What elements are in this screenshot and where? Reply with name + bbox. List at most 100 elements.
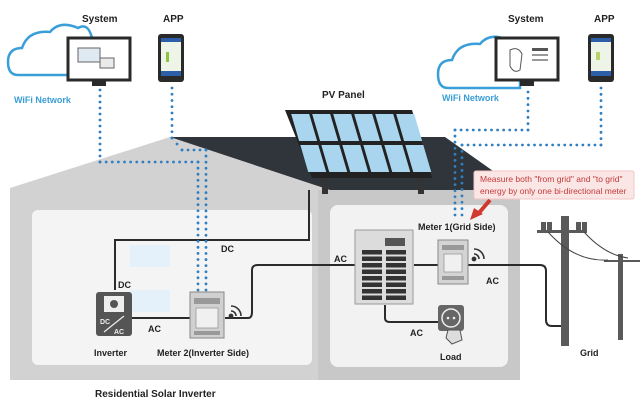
breaker-switch (362, 276, 382, 281)
breaker-switch (386, 250, 406, 255)
wifi-dot (599, 118, 603, 122)
wifi-dot (204, 209, 208, 213)
wifi-dot (204, 264, 208, 268)
wifi-dot (110, 160, 114, 164)
wifi-dot (453, 189, 457, 193)
wifi-dot (192, 148, 196, 152)
wifi-dot (170, 86, 174, 90)
wifi-dot (135, 160, 139, 164)
pv-panel (285, 110, 432, 194)
wifi-dot (196, 245, 200, 249)
wifi-dot (98, 130, 102, 134)
window (130, 290, 170, 312)
wifi-dot (123, 160, 126, 164)
inverter-dc-text: DC (100, 319, 110, 326)
wifi-dot (196, 264, 200, 268)
wifi-dot (204, 258, 208, 261)
load-label: Load (440, 352, 462, 362)
pv-cell (333, 114, 360, 141)
wifi-dot (196, 160, 200, 164)
wifi-dot (563, 143, 567, 147)
wifi-dot (198, 148, 202, 152)
wifi-dot (98, 142, 102, 146)
meter-2-icon (189, 291, 225, 339)
wifi-dot (520, 128, 524, 132)
wifi-dot (196, 239, 200, 243)
wifi-dot (159, 160, 163, 164)
wifi-dot (460, 162, 464, 166)
wifi-dot (165, 160, 169, 164)
wifi-dot (98, 154, 102, 158)
wifi-dot (196, 203, 200, 207)
meter-1-label: Meter 1(Grid Side) (418, 222, 496, 232)
breaker-switch (386, 295, 406, 300)
wifi-dot (196, 184, 200, 188)
meter-2-label: Meter 2(Inverter Side) (157, 348, 249, 358)
wifi-dot (508, 128, 512, 132)
breaker-switch (362, 269, 382, 274)
utility-poles-icon (537, 216, 640, 346)
wifi-dot (98, 118, 102, 122)
wifi-dot (204, 221, 208, 225)
wifi-dot (453, 207, 457, 211)
wifi-dot (599, 105, 603, 109)
window (130, 245, 170, 267)
pv-cell (396, 114, 423, 141)
wifi-dot (204, 185, 208, 188)
wifi-dot (453, 183, 457, 187)
wifi-dot (502, 143, 506, 147)
wireless-signal-icon (228, 305, 242, 319)
wifi-dot (204, 166, 208, 170)
wifi-dot (104, 160, 108, 164)
wifi-dot (593, 143, 597, 147)
wifi-dot (170, 117, 174, 121)
phone-icon (158, 34, 184, 82)
wifi-dot (460, 175, 464, 179)
wifi-dot (98, 136, 102, 140)
wifi-dot (599, 130, 603, 134)
wifi-dot (196, 276, 200, 280)
wifi-dot (98, 106, 102, 110)
wifi-dot (460, 188, 464, 191)
ac-label-inverter: AC (148, 324, 161, 334)
wifi-dot (460, 156, 464, 160)
right-app-label: APP (594, 14, 615, 25)
wifi-dot (581, 143, 585, 147)
wifi-dot (170, 99, 174, 102)
wifi-dot (196, 215, 200, 219)
wifi-dot (453, 171, 457, 174)
wifi-dot (460, 213, 464, 217)
wifi-dot (204, 160, 208, 164)
breaker-switch (386, 282, 406, 287)
right-network: System APP WiFi Network (436, 14, 615, 103)
breaker-switch (386, 256, 406, 261)
wifi-dot (204, 179, 208, 182)
wifi-dot (508, 143, 512, 147)
wifi-dot (526, 115, 530, 119)
wifi-dot (460, 181, 464, 185)
inverter-label: Inverter (94, 348, 128, 358)
note-line-1: Measure both "from grid" and "to grid" (480, 174, 622, 184)
wifi-dotted-lines (98, 86, 603, 292)
wifi-dot (184, 160, 188, 164)
wifi-dot (471, 128, 475, 132)
wifi-dot (204, 288, 208, 292)
breaker-switch (386, 269, 406, 274)
wifi-dot (204, 233, 208, 237)
pv-cell (291, 114, 318, 141)
wifi-dot (196, 252, 200, 255)
left-wifi-label: WiFi Network (14, 95, 72, 105)
wifi-dot (178, 160, 182, 164)
wifi-dot (477, 128, 481, 132)
room-left (32, 210, 312, 365)
wifi-dot (521, 143, 524, 147)
wifi-dot (453, 152, 457, 156)
ac-label-load: AC (410, 328, 423, 338)
wifi-dot (484, 143, 488, 147)
meter-1-icon (437, 239, 469, 285)
wifi-dot (98, 124, 102, 128)
pv-cell (342, 145, 369, 172)
wifi-dot (587, 143, 591, 147)
wifi-dot (196, 288, 200, 292)
grid-label: Grid (580, 348, 599, 358)
